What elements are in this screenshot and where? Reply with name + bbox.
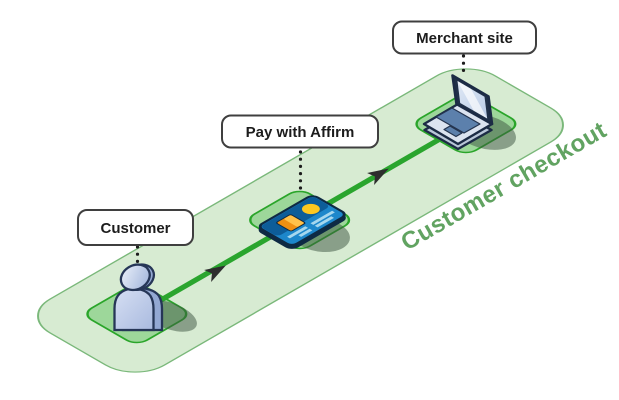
node-labels: Customer Pay with Affirm Merchant site [77,20,537,246]
label-pay-with-affirm-text: Pay with Affirm [246,124,355,141]
card-text-stripes [287,210,335,239]
label-merchant-site: Merchant site [392,20,537,55]
person-head [119,263,151,292]
laptop-keyboard [435,107,481,134]
person-icon [113,263,164,332]
arrowhead-affirm-to-merchant [367,168,389,186]
card-chip-highlight [284,215,304,227]
label-merchant-site-text: Merchant site [416,30,513,47]
label-customer-text: Customer [100,220,170,237]
laptop-screen-glare [457,81,488,119]
credit-card-icon [258,195,346,249]
label-pay-with-affirm: Pay with Affirm [221,114,379,149]
person-body [113,287,155,332]
card-sun-graphic [301,203,320,215]
label-merchant-site-box [392,20,537,55]
label-pay-with-affirm-box [221,114,379,149]
person-head-group [119,263,156,292]
label-connectors [135,54,466,264]
label-customer-box [77,209,194,246]
laptop-touchpad [443,125,463,138]
arrowhead-customer-to-affirm [204,265,226,283]
flow-arrowheads [204,168,389,283]
laptop-icon [422,74,494,151]
label-customer: Customer [77,209,194,246]
